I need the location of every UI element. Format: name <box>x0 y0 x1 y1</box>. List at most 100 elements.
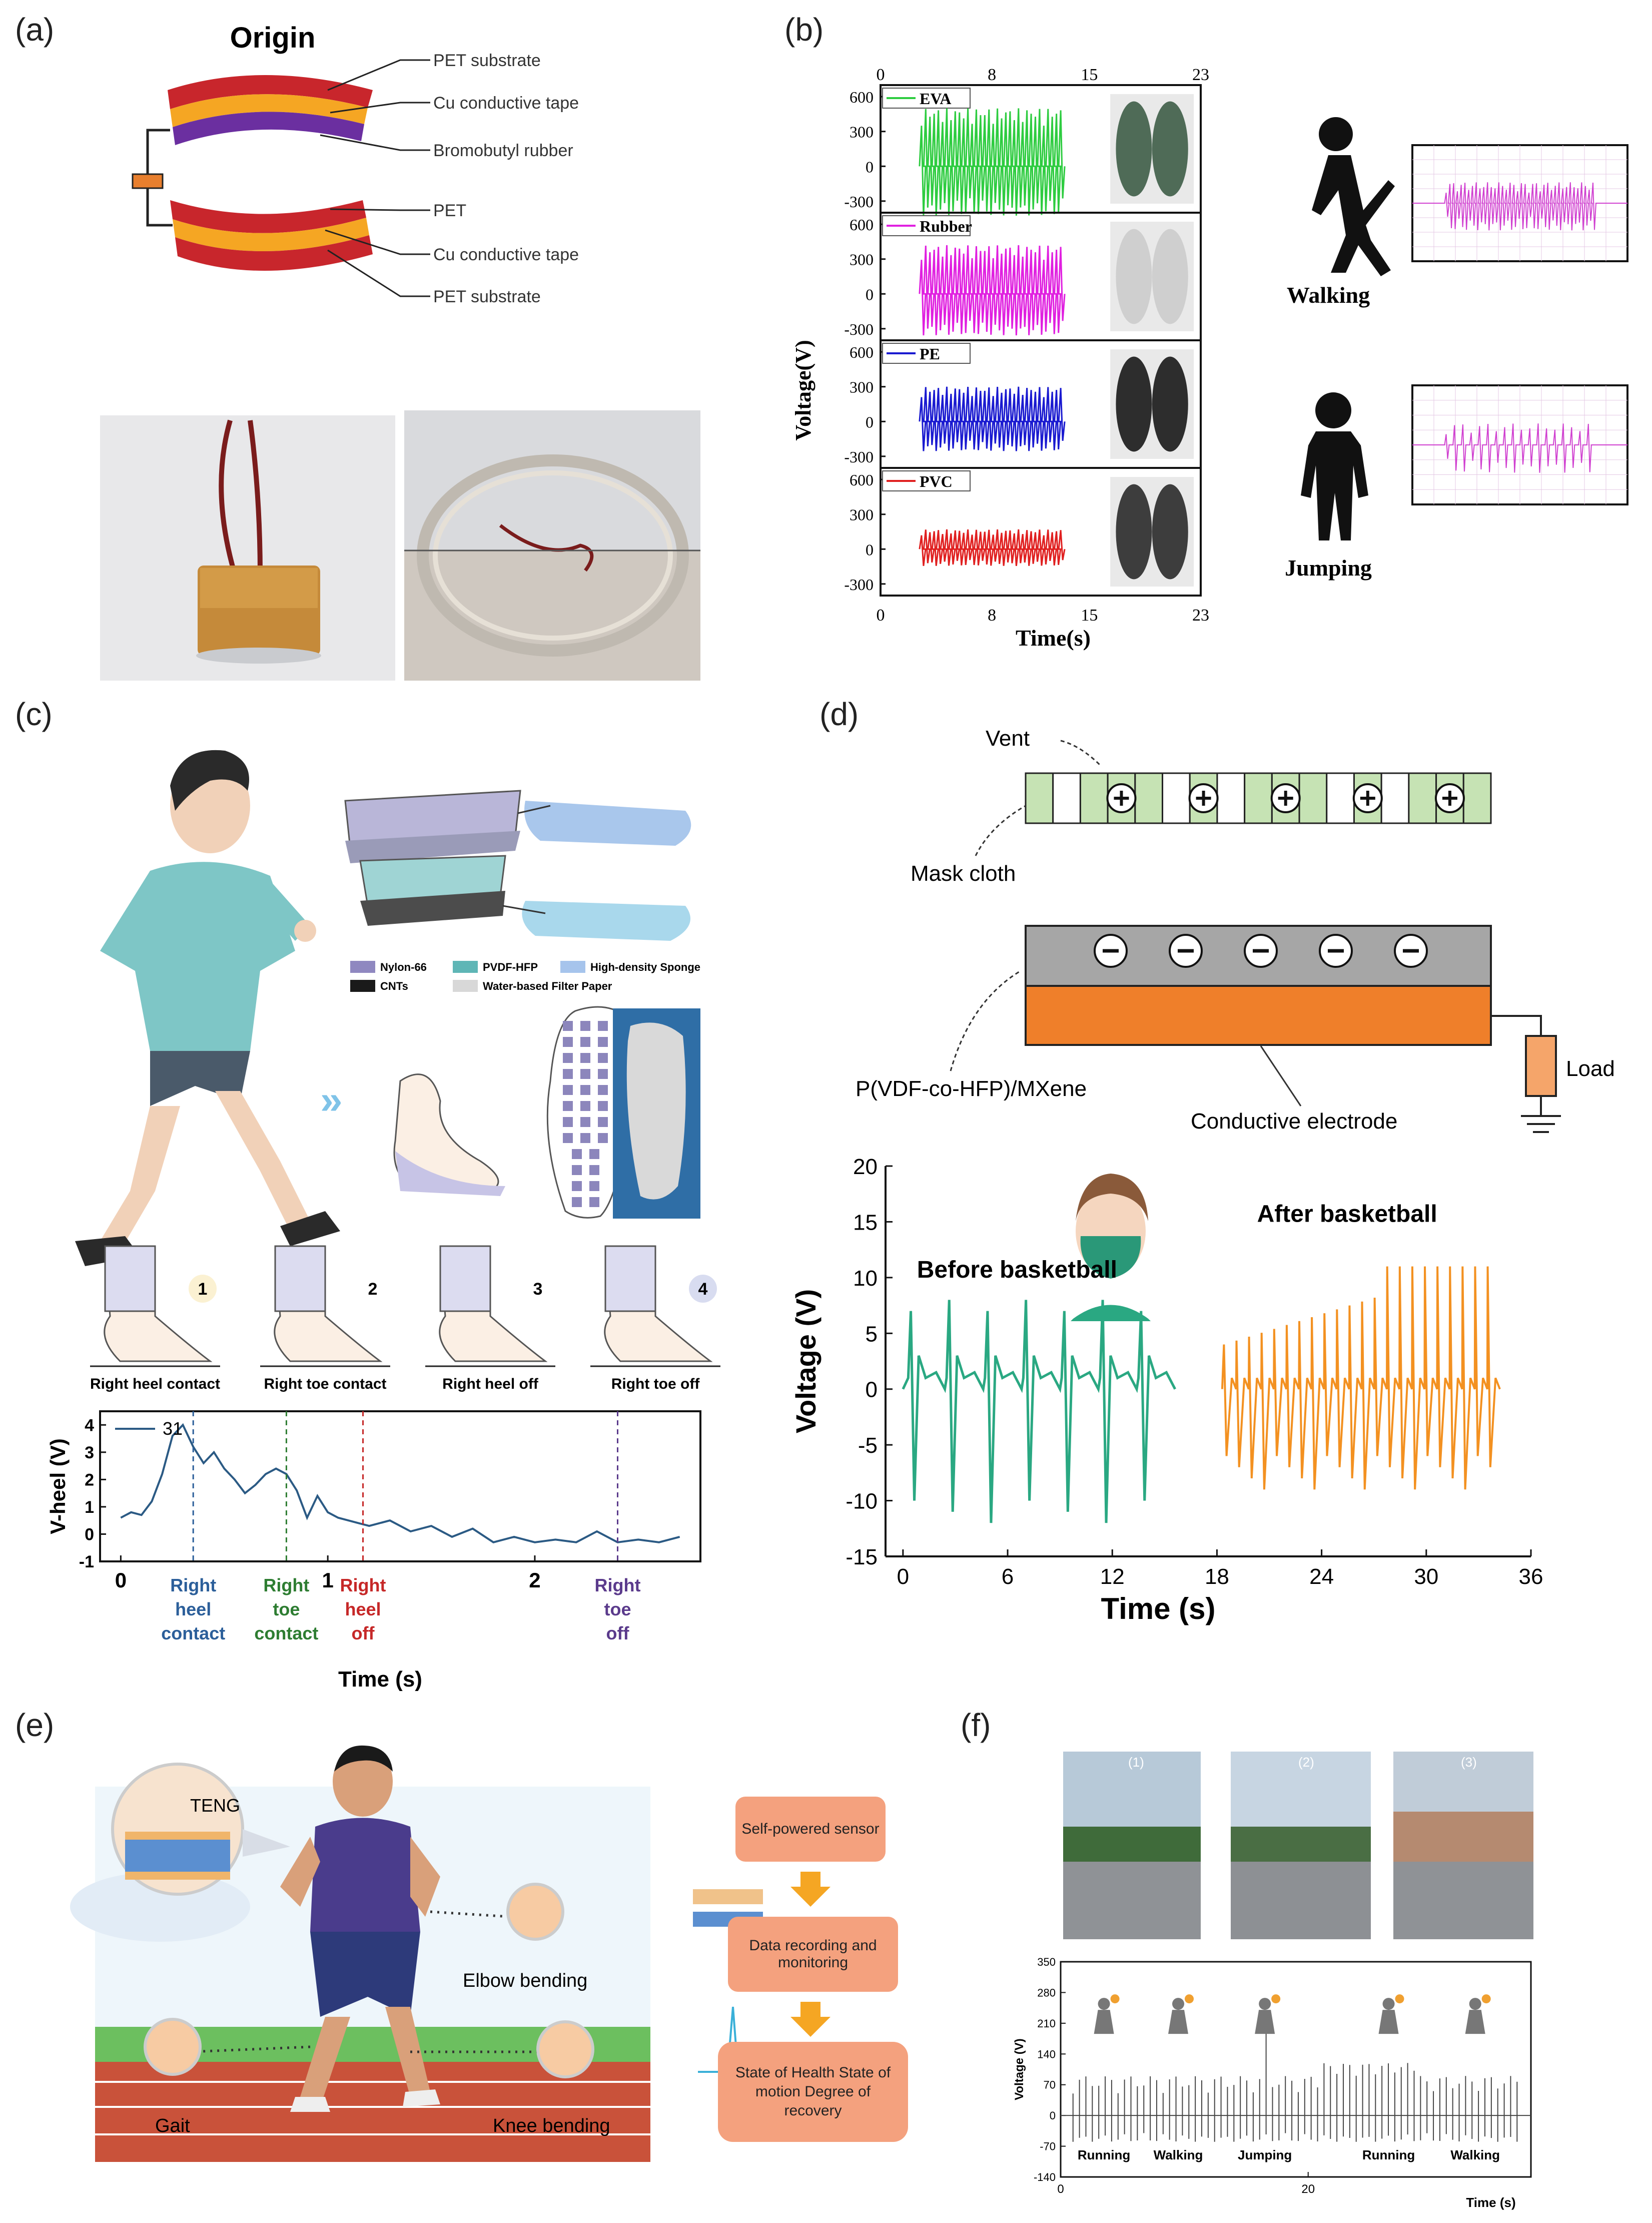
state-text: State of Health State of motion Degree o… <box>735 2064 891 2119</box>
gait-icon <box>144 2018 202 2076</box>
c-ytick-label: 3 <box>85 1443 94 1462</box>
f-ytick-label: 350 <box>1037 1956 1056 1968</box>
c-vline-label: Right <box>340 1575 386 1595</box>
photo-num-2: (2) <box>1298 1755 1314 1770</box>
knee-icon <box>536 2020 594 2078</box>
c-vline-label: toe <box>273 1599 300 1619</box>
bottom-layer-stack <box>170 200 373 271</box>
player-body-icon <box>1168 2010 1188 2034</box>
sensor-pixel <box>580 1037 590 1047</box>
f-xlabel: Time (s) <box>1466 2195 1515 2210</box>
nylon-swatch <box>350 961 375 973</box>
load-label: Load <box>1566 1056 1615 1081</box>
b-top-xtick: 15 <box>1081 66 1098 84</box>
sensor-pixel <box>563 1085 573 1095</box>
c-ytick-label: 1 <box>85 1498 94 1517</box>
layer-label-4: PET <box>433 201 466 220</box>
basketball-icon <box>1481 1994 1491 2004</box>
c-xtick-label: 2 <box>529 1568 540 1592</box>
pet-layer <box>170 200 366 233</box>
legend-paper: Water-based Filter Paper <box>483 980 612 992</box>
c-vline-label: heel <box>345 1599 381 1619</box>
sensor-pixel <box>598 1053 608 1063</box>
b-ytick-label: 300 <box>850 378 874 396</box>
leader-lines <box>320 59 430 297</box>
legend-nylon: Nylon-66 <box>380 961 427 973</box>
f-activity-label: Jumping <box>1238 2147 1292 2162</box>
b-legend-label: PVC <box>920 472 953 490</box>
sensor-pixel <box>589 1149 599 1159</box>
d-ytick-label: 20 <box>853 1155 878 1179</box>
bromobutyl-layer <box>173 112 364 145</box>
d-xtick-label: 18 <box>1205 1564 1229 1589</box>
layer-label-6: PET substrate <box>433 287 541 306</box>
f-xtick-label: 20 <box>1301 2182 1315 2196</box>
c-ytick-label: -1 <box>79 1552 94 1571</box>
mask-cloth-layer <box>1025 772 1492 824</box>
photo-num-1: (1) <box>1128 1755 1144 1770</box>
b-shoe-left <box>1116 229 1152 324</box>
mask-cloth-label: Mask cloth <box>911 861 1016 886</box>
b-ytick-label: -300 <box>844 320 874 338</box>
phase-label: Right heel contact <box>90 1376 220 1392</box>
insole-exploded-view <box>344 790 691 941</box>
panel-a: Origin PET substrate Cu conductive tape <box>100 22 700 681</box>
b-ytick-label: 300 <box>850 251 874 269</box>
d-xtick-label: 30 <box>1414 1564 1438 1589</box>
c-vline-label: heel <box>175 1599 211 1619</box>
d-ytick-label: 15 <box>853 1210 878 1235</box>
walking-label: Walking <box>1287 282 1370 308</box>
basketball-icon <box>1110 1994 1120 2004</box>
insole-under-foot <box>395 1151 505 1196</box>
b-top-xtick: 23 <box>1192 66 1209 84</box>
b-signal-Rubber <box>919 245 1066 336</box>
c-vline-label: contact <box>254 1623 318 1643</box>
b-ylabel: Voltage(V) <box>791 340 815 440</box>
runner-illustration <box>280 1745 440 2112</box>
mask-cloth-cell <box>1462 772 1492 824</box>
plus-icon <box>1442 791 1457 806</box>
insole-photo <box>613 1008 700 1219</box>
phase-badge <box>359 1275 387 1303</box>
phase-label: Right toe off <box>611 1376 700 1392</box>
plus-icon <box>1278 791 1293 806</box>
plus-icon <box>1114 791 1129 806</box>
sensor-pixel <box>580 1101 590 1111</box>
legend-pvdf: PVDF-HFP <box>483 961 538 973</box>
sensor-pixel <box>598 1037 608 1047</box>
f-ytick-label: 210 <box>1037 2017 1056 2030</box>
sensor-pixel <box>563 1053 573 1063</box>
plus-icon <box>1360 791 1375 806</box>
f-ytick-label: 280 <box>1037 1986 1056 1999</box>
bulb-icon <box>132 173 164 189</box>
b-ytick-label: 600 <box>850 88 874 106</box>
b-signal-PVC <box>919 529 1066 566</box>
panel-label-e: (e) <box>15 1707 55 1743</box>
sensor-pixel <box>598 1021 608 1031</box>
panel-a-title: Origin <box>230 22 316 54</box>
panel-label-c: (c) <box>15 696 53 732</box>
state-box <box>718 2042 908 2142</box>
c-series-line <box>120 1423 680 1543</box>
sensor-pixel <box>563 1021 573 1031</box>
d-xtick-label: 6 <box>1002 1564 1014 1589</box>
b-subplot-frame <box>880 467 1202 597</box>
d-ytick-label: -15 <box>846 1545 878 1569</box>
ground-icon <box>1521 1096 1561 1133</box>
mask-cloth-cell <box>1052 772 1081 824</box>
sock-icon <box>104 1245 156 1312</box>
f-spikes <box>1072 2032 1518 2142</box>
insole-legend: Nylon-66 PVDF-HFP High-density Sponge CN… <box>350 961 700 992</box>
b-shoe-left <box>1116 101 1152 197</box>
panel-e: TENG Elbow bending Gait Knee bending <box>70 1745 908 2162</box>
sensor-pixel <box>572 1149 582 1159</box>
c-xtick-label: 0 <box>115 1568 127 1592</box>
d-before-label: Before basketball <box>917 1257 1117 1283</box>
pvdf-swatch <box>453 961 478 973</box>
d-xtick-label: 24 <box>1309 1564 1334 1589</box>
sensor-pixel <box>580 1117 590 1127</box>
b-bottom-xtick: 15 <box>1081 606 1098 625</box>
